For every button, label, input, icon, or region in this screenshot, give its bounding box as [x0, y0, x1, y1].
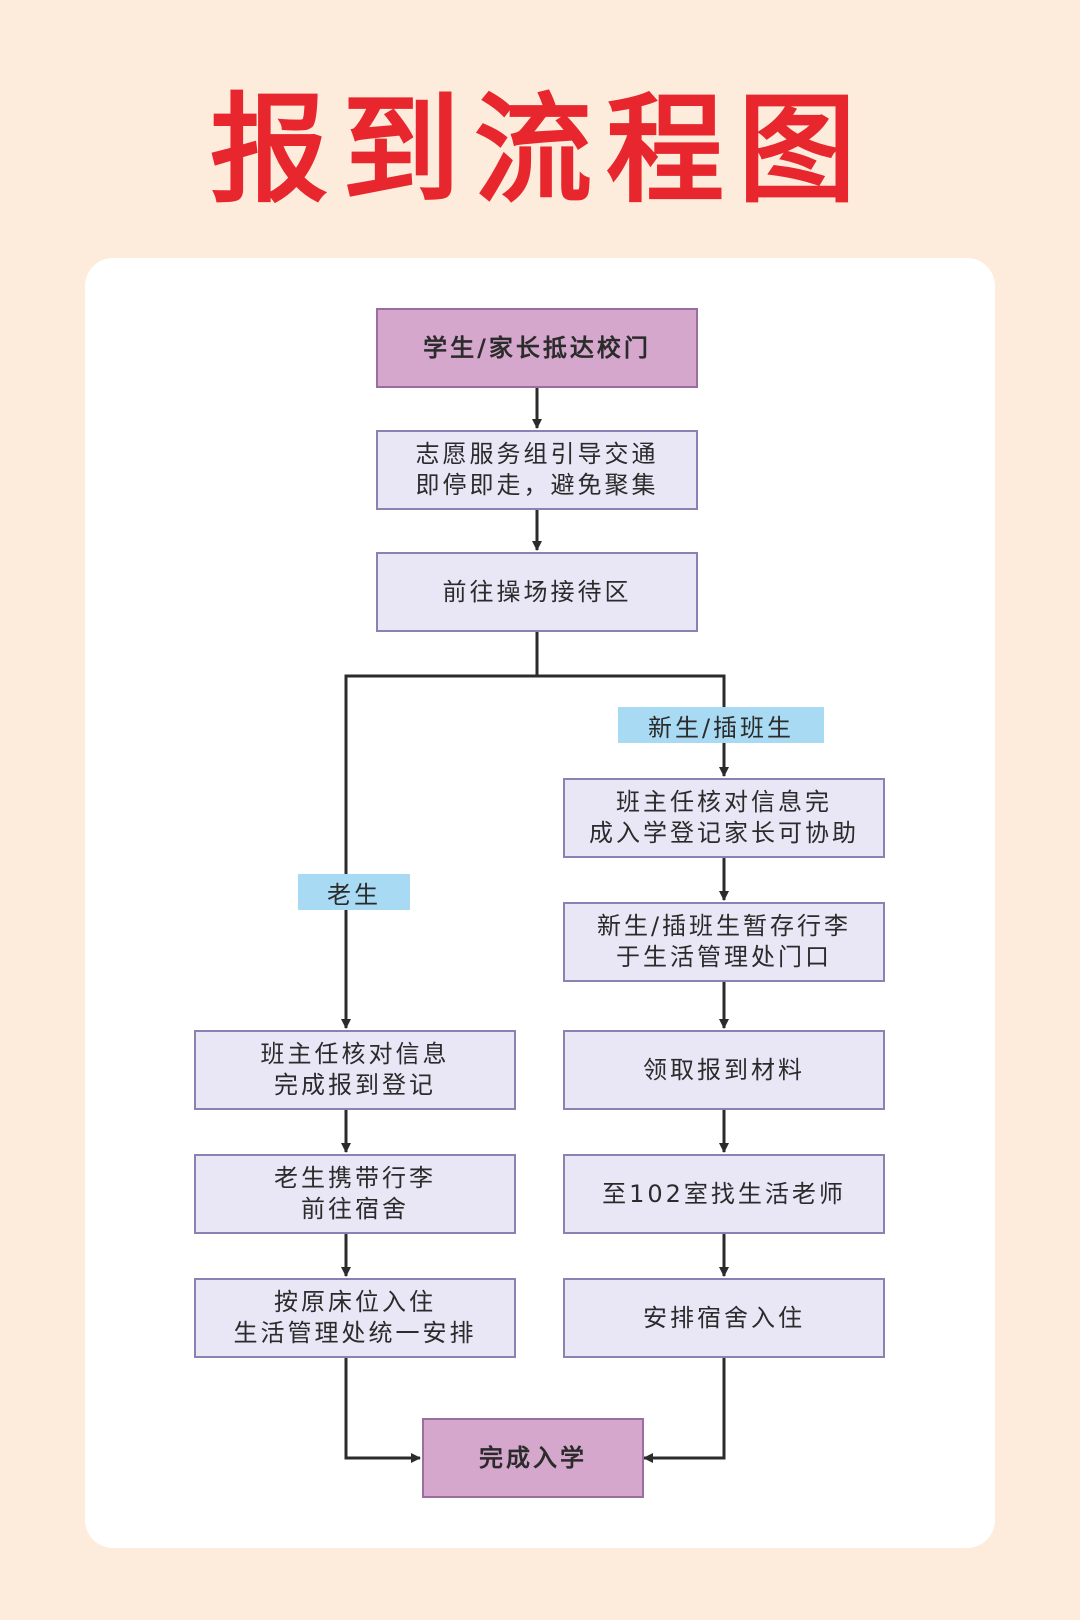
node-line: 领取报到材料: [643, 1055, 805, 1084]
node-reception-area: 前往操场接待区: [376, 552, 698, 632]
node-new-teacher: 至102室找生活老师: [563, 1154, 885, 1234]
page-title: 报到流程图: [209, 81, 870, 219]
branch-tag-old: 老生: [298, 874, 410, 910]
node-line: 前往操场接待区: [442, 577, 632, 606]
node-new-materials: 领取报到材料: [563, 1030, 885, 1110]
node-line: 即停即走，避免聚集: [415, 471, 659, 499]
node-line: 生活管理处统一安排: [233, 1319, 477, 1347]
node-new-dorm: 安排宿舍入住: [563, 1278, 885, 1358]
node-old-bed: 按原床位入住 生活管理处统一安排: [194, 1278, 516, 1358]
node-line: 班主任核对信息完: [616, 788, 832, 816]
node-line: 志愿服务组引导交通: [415, 440, 659, 468]
node-line: 老生携带行李: [274, 1164, 436, 1192]
node-line: 完成入学: [479, 1443, 587, 1472]
node-line: 于生活管理处门口: [616, 943, 832, 971]
node-line: 安排宿舍入住: [643, 1303, 805, 1332]
node-line: 学生/家长抵达校门: [423, 333, 651, 362]
branch-tag-new: 新生/插班生: [618, 707, 824, 743]
node-line: 按原床位入住: [274, 1288, 436, 1316]
node-line: 至102室找生活老师: [602, 1179, 846, 1208]
node-finish-enrollment: 完成入学: [422, 1418, 644, 1498]
node-old-register: 班主任核对信息 完成报到登记: [194, 1030, 516, 1110]
connector-old-finish: [344, 1358, 421, 1463]
connector-reception-split: [341, 632, 539, 1029]
node-line: 班主任核对信息: [260, 1040, 450, 1068]
node-line: 成入学登记家长可协助: [589, 819, 859, 847]
connector-new-finish: [643, 1358, 726, 1463]
node-arrive-gate: 学生/家长抵达校门: [376, 308, 698, 388]
node-line: 前往宿舍: [301, 1195, 409, 1223]
node-line: 新生/插班生暂存行李: [596, 912, 852, 940]
node-new-store-luggage: 新生/插班生暂存行李 于生活管理处门口: [563, 902, 885, 982]
node-new-register: 班主任核对信息完 成入学登记家长可协助: [563, 778, 885, 858]
node-volunteer-guide: 志愿服务组引导交通 即停即走，避免聚集: [376, 430, 698, 510]
node-old-luggage: 老生携带行李 前往宿舍: [194, 1154, 516, 1234]
node-line: 完成报到登记: [274, 1071, 436, 1099]
